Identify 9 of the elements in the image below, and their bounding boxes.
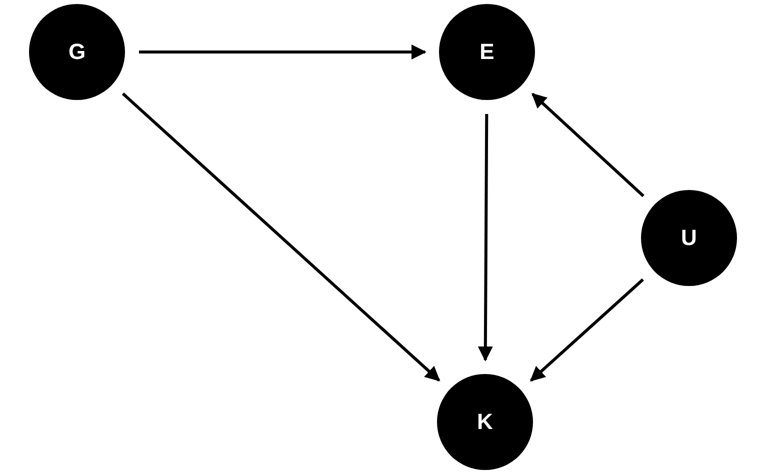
- arrow: [139, 44, 426, 60]
- arrow: [532, 92, 644, 198]
- arrow: [122, 92, 440, 382]
- node-label: K: [477, 409, 493, 435]
- node-label: E: [480, 39, 494, 65]
- arrow: [530, 278, 644, 382]
- node-label: G: [68, 39, 86, 65]
- node-label: U: [681, 225, 697, 251]
- arrow: [478, 114, 493, 362]
